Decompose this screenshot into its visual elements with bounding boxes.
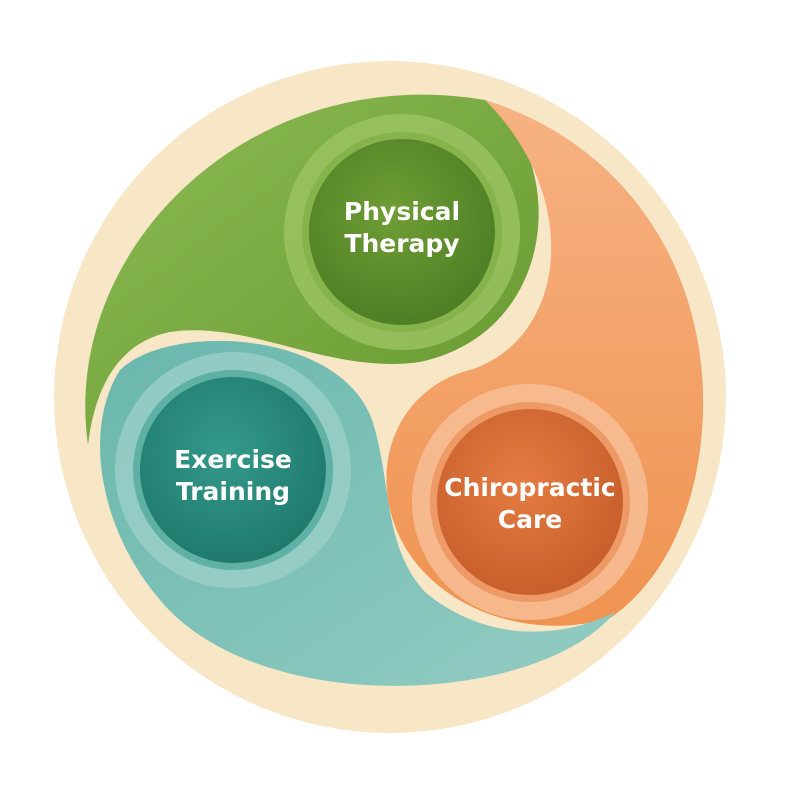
physical-therapy-label-line2: Therapy — [344, 229, 459, 258]
physical-therapy-node: Physical Therapy — [284, 114, 520, 350]
exercise-training-label-line2: Training — [176, 477, 290, 506]
chiropractic-care-node: Chiropractic Care — [412, 384, 648, 620]
physical-therapy-label-line1: Physical — [344, 197, 460, 226]
chiropractic-care-label-line2: Care — [498, 505, 563, 534]
exercise-training-node: Exercise Training — [115, 352, 351, 588]
chiropractic-care-label-line1: Chiropractic — [444, 473, 615, 502]
exercise-training-label-line1: Exercise — [174, 445, 292, 474]
